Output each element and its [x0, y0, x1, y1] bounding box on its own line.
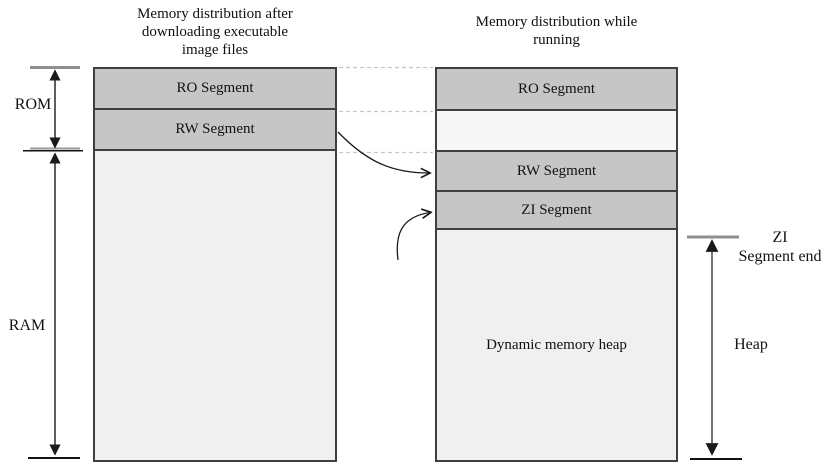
right-gap-region: [437, 111, 676, 152]
right-column-title: Memory distribution while running: [435, 13, 678, 49]
right-title-line-2: running: [533, 32, 580, 48]
left-column-title: Memory distribution after downloading ex…: [93, 5, 337, 59]
left-ro-segment: RO Segment: [95, 69, 335, 110]
right-rw-segment-label: RW Segment: [516, 162, 597, 179]
right-rw-segment: RW Segment: [437, 152, 676, 192]
right-ro-segment: RO Segment: [437, 69, 676, 111]
zi-end-line-1: ZI: [772, 229, 788, 246]
right-memory-box: RO Segment RW Segment ZI Segment Dynamic…: [435, 67, 678, 462]
left-title-line-3: image files: [181, 42, 249, 58]
zi-end-line-2: Segment end: [738, 248, 822, 265]
heap-label: Heap: [734, 336, 768, 353]
right-zi-segment: ZI Segment: [437, 192, 676, 230]
right-ro-segment-label: RO Segment: [517, 80, 596, 97]
left-memory-box: RO Segment RW Segment: [93, 67, 337, 462]
right-zi-segment-label: ZI Segment: [521, 201, 592, 218]
zi-segment-end-label: ZI Segment end: [737, 228, 823, 266]
right-heap-region: Dynamic memory heap: [437, 230, 676, 460]
dynamic-memory-heap-label: Dynamic memory heap: [486, 336, 627, 353]
left-title-line-1: Memory distribution after: [137, 6, 293, 22]
zi-create-arrow: [396, 213, 430, 261]
right-title-line-1: Memory distribution while: [475, 14, 638, 30]
left-title-line-2: downloading executable: [141, 24, 289, 40]
left-rw-segment: RW Segment: [95, 110, 335, 151]
left-unused-ram-region: [95, 151, 335, 460]
ram-label: RAM: [8, 317, 46, 334]
left-rw-segment-label: RW Segment: [175, 121, 255, 137]
rom-label: ROM: [14, 96, 52, 113]
rw-copy-arrow: [337, 131, 429, 173]
left-ro-segment-label: RO Segment: [176, 80, 254, 96]
